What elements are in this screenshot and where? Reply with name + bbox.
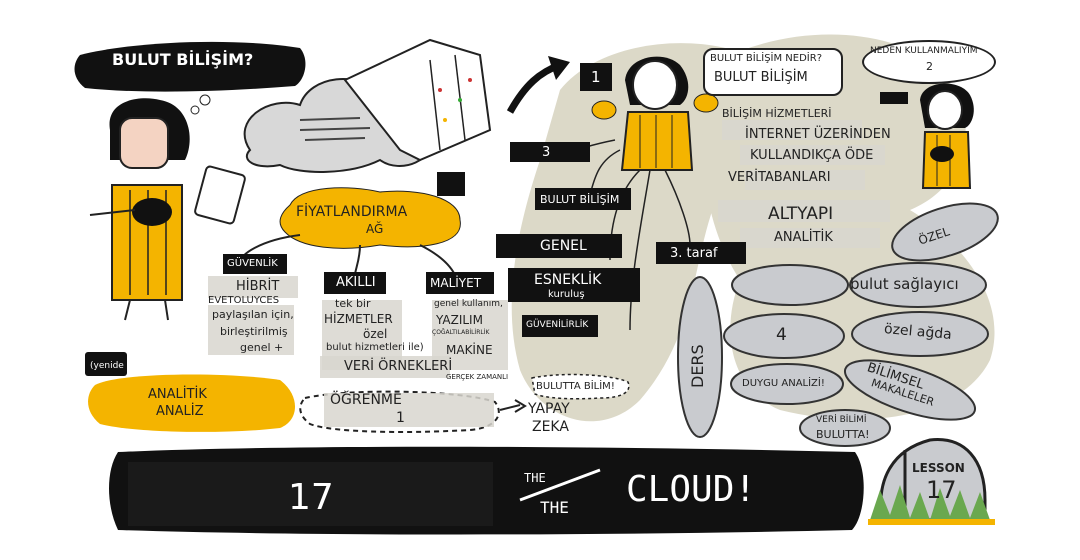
the-large: THE [540,498,569,517]
ds-line1: VERİ BİLİMİ [816,415,867,425]
pill-private-net [851,311,989,357]
hybrid-sub: EVETOLUYCES [208,295,280,306]
patch [320,356,450,378]
analytics-line2: ANALİZ [156,404,204,419]
pill-provider [849,262,987,308]
num3-bg [510,142,590,162]
software-sub: ÇOĞALTILABİLİRLİK [432,329,490,336]
pill-ds [799,409,891,447]
center-person-drawing [564,56,719,331]
reliability-label: GÜVENİLİRLİK [526,320,589,330]
services-text: BİLİŞİM HİZMETLERİ [722,107,832,120]
sentiment-text: DUYGU ANALİZİ! [742,378,825,389]
left-person-drawing [89,94,246,321]
patch [740,145,885,165]
databases-text: VERİTABANLARI [728,170,831,185]
analytics-badge: (yenide [90,361,124,371]
provider-text: bulut sağlayıcı [850,275,959,293]
question-line1: BULUT BİLİŞİM NEDİR? [710,53,822,64]
patch [208,305,294,355]
cost-tag: MALİYET [430,276,482,290]
software-label: YAZILIM [436,313,483,327]
analytics-text: ANALİTİK [774,230,833,245]
analytics-blob [88,374,296,432]
ai-line2: ZEKA [532,419,569,435]
shared-label: paylaşılan için, [212,308,294,321]
ds-line2: BULUTTA! [816,428,870,441]
lesson-number: 17 [288,477,334,518]
learning-label: ÖĞRENME [330,392,402,408]
lesson-badge-num: 17 [926,476,957,504]
question-bubble [703,48,843,96]
security-tag: GÜVENLİK [227,258,278,269]
four-text: 4 [776,325,787,345]
third-party-label: 3. taraf [670,246,718,261]
ai-line1: YAPAY [528,401,570,417]
patch [718,200,890,222]
data-samples-label: VERİ ÖRNEKLERİ [344,359,453,374]
deployment-label: kuruluş [548,289,585,300]
pill-sentiment [730,363,844,405]
smart-tag: AKILLI [336,275,376,290]
general-label: GENEL [540,238,587,254]
ai-bubble: BULUTTA BİLİM! [536,381,615,392]
num1-bg [580,63,612,91]
title-brush [74,41,306,92]
pricing-label: FİYATLANDIRMA [296,204,408,220]
page-title: BULUT BİLİŞİM? [112,50,254,69]
patch [208,276,298,298]
curved-arrow [506,61,562,114]
why-line1: NEDEN KULLANMALIYIM [870,46,978,56]
public-label: genel + [240,341,284,354]
cloud-server-drawing [243,38,492,173]
elasticity-label: ESNEKLİK [534,272,602,288]
cost-tag-bg [426,272,494,294]
pill-lesson [677,276,723,438]
general-use-label: genel kullanım, [434,299,503,309]
network-label: AĞ [366,222,384,236]
patch [740,228,880,248]
cloud-computing-label: BULUT BİLİŞİM [540,193,620,206]
lesson-badge-drawing [868,438,995,525]
real-time-label: GERÇEK ZAMANLI [446,373,509,381]
internet-text: İNTERNET ÜZERİNDEN [745,127,891,142]
pill-private [891,202,999,262]
pill-blank [731,264,849,306]
learning-num: 1 [396,410,405,426]
services-label: HİZMETLER [324,312,393,326]
patch [745,170,865,190]
analytics-line1: ANALİTİK [148,387,207,402]
patch [324,393,494,427]
private-services-label: bulut hizmetleri ile) [326,342,424,353]
right-person-drawing [880,83,974,189]
single-label: tek bir [335,297,371,310]
pill-four [723,313,845,359]
elasticity-bg [508,268,640,302]
lesson-text: DERS [688,344,707,388]
cloud-computing-bg [535,188,631,210]
pill-science [843,359,977,421]
step-three: 3 [542,145,551,160]
security-tag-bg [223,254,287,274]
machine-label: MAKİNE [446,343,493,357]
question-line2: BULUT BİLİŞİM [714,70,808,85]
lesson-badge-label: LESSON [912,461,965,475]
pay-text: KULLANDIKÇA ÖDE [750,148,874,163]
third-party-bg [656,242,746,264]
private-label: özel [363,327,388,341]
cloud-title: CLOUD! [626,469,757,510]
hybrid-label: HİBRİT [236,279,280,294]
why-bubble [862,40,996,84]
general-bg [496,234,622,258]
pricing-blob [279,187,461,249]
combined-label: birleştirilmiş [220,325,288,338]
smart-tag-bg [324,272,386,294]
the-small: THE [524,471,546,485]
reliability-bg [522,315,598,337]
step-one: 1 [591,68,601,86]
infrastructure-text: ALTYAPI [768,204,834,224]
patch [722,120,862,140]
why-line2: 2 [926,60,933,73]
